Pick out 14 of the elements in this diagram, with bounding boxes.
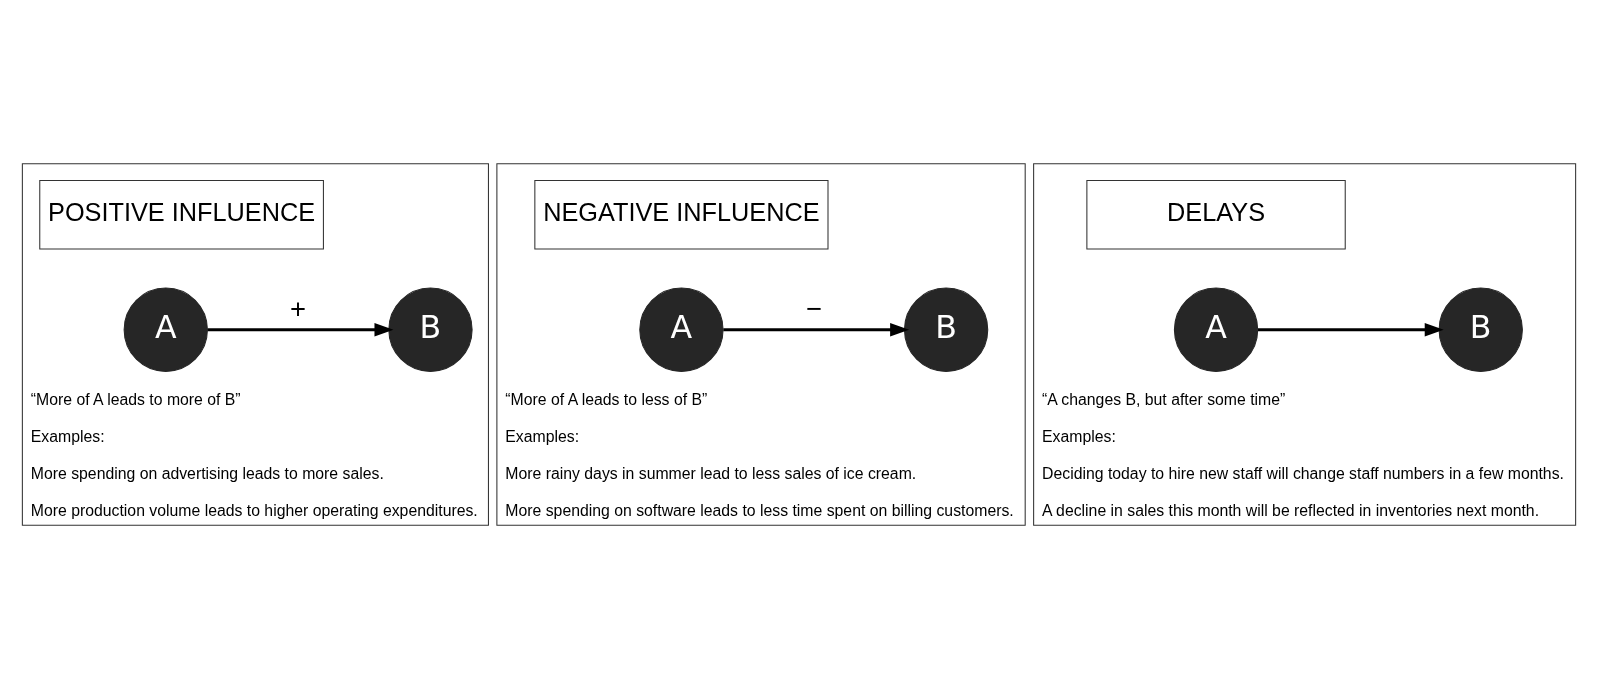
node-circle: B bbox=[1438, 287, 1523, 372]
edge-label: − bbox=[805, 292, 822, 324]
node-circle: A bbox=[123, 287, 208, 372]
node-circle: A bbox=[1173, 287, 1259, 372]
edge-label: + bbox=[290, 292, 307, 324]
arrow bbox=[723, 322, 910, 336]
node-box: NEGATIVE INFLUENCE bbox=[534, 179, 829, 250]
node-circle: B bbox=[903, 287, 989, 372]
node-circle: A bbox=[639, 287, 724, 372]
node-box: DELAYS bbox=[1086, 179, 1346, 250]
node-box: POSITIVE INFLUENCE bbox=[39, 179, 324, 250]
node-circle: B bbox=[388, 287, 473, 372]
arrow bbox=[1257, 322, 1444, 336]
arrow bbox=[207, 322, 394, 336]
